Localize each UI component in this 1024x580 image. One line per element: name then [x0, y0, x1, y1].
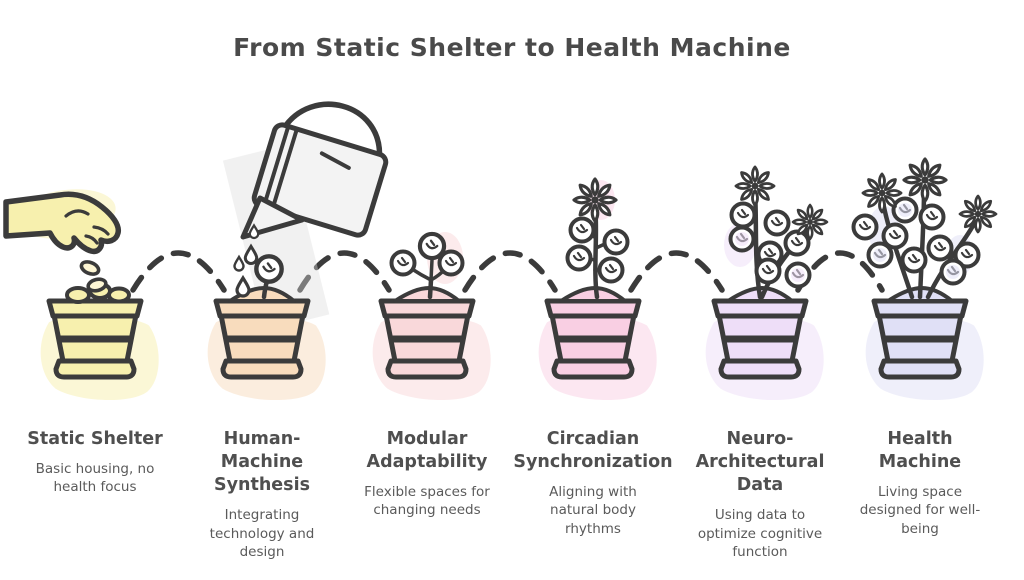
stage-title: Human- Machine Synthesis — [214, 429, 310, 496]
stage-description: Using data to optimize cognitive functio… — [697, 507, 823, 560]
stage-modular-adaptability: Modular Adaptability Flexible spaces for… — [337, 428, 517, 520]
stage-description: Aligning with natural body rhythms — [549, 484, 637, 537]
double-flower-plant-icon — [703, 165, 827, 403]
stage-title: Static Shelter — [27, 429, 163, 449]
stage-description: Living space designed for well- being — [859, 484, 981, 537]
watering-can-sprout-icon — [205, 101, 389, 403]
stage-title: Health Machine — [878, 429, 962, 473]
hand-planting-seeds-icon — [3, 189, 161, 402]
flowering-plant-icon — [536, 177, 659, 403]
stage-human-machine-synthesis: Human- Machine Synthesis Integrating tec… — [172, 428, 352, 561]
stage-title: Circadian Synchronization — [513, 429, 673, 473]
stage-title: Modular Adaptability — [366, 429, 488, 473]
full-bloom-plant-icon — [851, 157, 998, 403]
stage-neuro-architectural-data: Neuro- Architectural Data Using data to … — [670, 428, 850, 561]
stage-static-shelter: Static Shelter Basic housing, no health … — [5, 428, 185, 497]
stage-title: Neuro- Architectural Data — [695, 429, 825, 496]
small-plant-icon — [370, 232, 493, 403]
watering-can-icon — [240, 101, 389, 240]
stage-health-machine: Health Machine Living space designed for… — [830, 428, 1010, 538]
stage-description: Integrating technology and design — [209, 507, 315, 560]
page-title: From Static Shelter to Health Machine — [233, 33, 791, 62]
stage-description: Basic housing, no health focus — [35, 461, 155, 496]
stage-description: Flexible spaces for changing needs — [364, 484, 490, 519]
stage-circadian-synchronization: Circadian Synchronization Aligning with … — [503, 428, 683, 538]
